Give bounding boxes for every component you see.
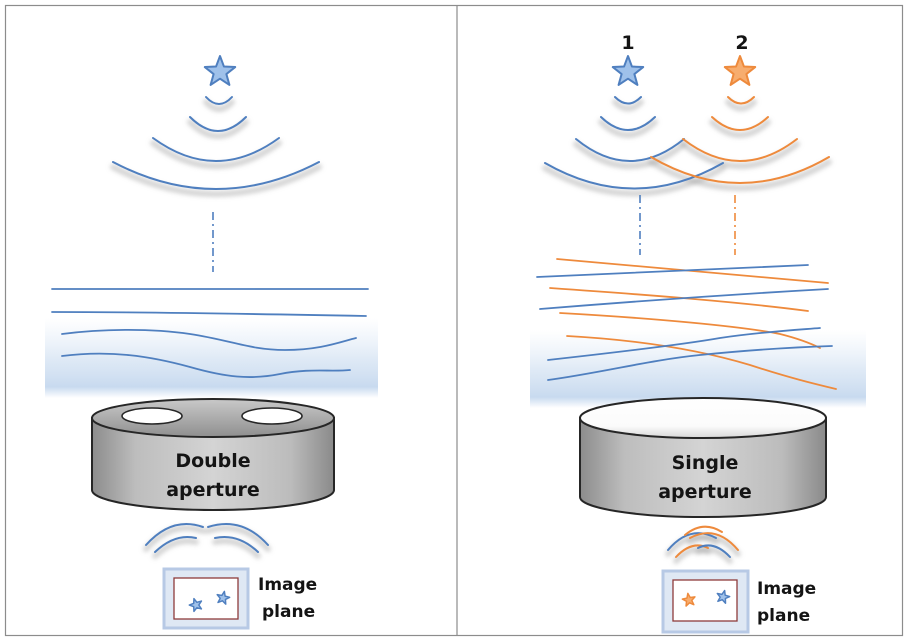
wavefront-arc xyxy=(189,116,247,132)
star-icon xyxy=(723,55,757,86)
cylinder-label-line2: aperture xyxy=(166,479,260,501)
cylinder-body xyxy=(91,417,335,511)
right-panel: 1 2 xyxy=(530,32,866,634)
star-icon xyxy=(203,55,237,86)
wavefront-arc-shadow xyxy=(648,159,832,191)
wavefront-arc xyxy=(205,96,233,105)
cylinder-body xyxy=(579,417,827,518)
distorted-wavefront-line xyxy=(61,352,351,378)
wavefront-arc xyxy=(711,116,769,131)
exit-arc xyxy=(667,532,717,551)
exit-arc-shadow xyxy=(143,525,206,552)
image-plane-label-line1: Image xyxy=(258,575,317,595)
exit-arc xyxy=(684,525,723,536)
turbulence-lines xyxy=(51,288,369,378)
source-label-1: 1 xyxy=(621,32,634,54)
exit-arc xyxy=(154,536,197,553)
distorted-wavefront-line xyxy=(61,328,357,351)
exit-arc-shadow xyxy=(695,546,733,564)
wavefront-arc-shadow xyxy=(612,99,644,112)
exit-arc xyxy=(675,544,709,558)
aperture-opening xyxy=(121,407,183,425)
wavefront-arc-shadow xyxy=(709,119,771,138)
cylinder-label-line2: aperture xyxy=(658,481,752,503)
distorted-wavefront-line xyxy=(566,335,837,390)
exit-wavefronts xyxy=(667,525,739,558)
distorted-wavefront-line xyxy=(547,345,833,381)
exit-wavefront-shadows xyxy=(143,525,271,559)
wavefront-arc-shadow xyxy=(725,99,757,112)
wavefront-arc xyxy=(682,138,798,162)
turbulence-lines xyxy=(536,258,837,390)
image-plane xyxy=(162,567,250,630)
cylinder-top-aperture xyxy=(579,397,827,439)
exit-arc-shadow xyxy=(205,525,271,552)
cylinder-label-line1: Single xyxy=(672,452,739,474)
exit-arc xyxy=(145,523,204,546)
wavefront-arc xyxy=(650,156,830,184)
wavefronts-source-1 xyxy=(544,96,724,190)
distorted-wavefront-line xyxy=(559,312,821,349)
wavefront-arc xyxy=(112,161,320,190)
exit-arc xyxy=(207,523,269,546)
exit-arc-shadow xyxy=(152,538,199,559)
wavefront-arc xyxy=(152,137,280,162)
source-label-2: 2 xyxy=(735,32,748,54)
exit-arc-shadow xyxy=(212,538,261,559)
wavefront-arc-shadow xyxy=(680,141,800,169)
single-aperture-cylinder: Single aperture xyxy=(579,397,827,518)
wavefront-arc xyxy=(614,96,642,105)
wavefront-line xyxy=(539,288,829,310)
exit-wavefronts xyxy=(145,523,269,553)
left-panel: Double aperture Image plane xyxy=(45,55,378,630)
wavefront-arc-shadow xyxy=(598,119,658,138)
exit-arc xyxy=(214,536,259,553)
wavefront-arc-shadow xyxy=(150,140,282,169)
double-aperture-cylinder: Double aperture xyxy=(91,398,335,511)
wavefront-arc-shadow xyxy=(203,99,235,112)
wavefront-line xyxy=(51,311,367,317)
wavefront-arc xyxy=(600,116,656,131)
distorted-wavefront-line xyxy=(547,327,821,361)
cylinder-label-line1: Double xyxy=(175,450,250,472)
wavefront-arc-shadow xyxy=(187,119,249,139)
wavefront-line xyxy=(536,264,809,278)
exit-arc xyxy=(697,544,731,558)
wavefront-arc xyxy=(575,138,685,162)
wavefront-arc xyxy=(727,96,755,105)
image-plane xyxy=(661,569,750,634)
image-plane-sensor xyxy=(672,579,738,622)
wavefront-shadows xyxy=(110,99,322,197)
figure-border xyxy=(4,4,904,637)
wavefront-arc-shadow xyxy=(573,141,687,169)
star-icon xyxy=(611,55,645,86)
wavefront-line xyxy=(549,287,809,312)
aperture-opening xyxy=(241,407,303,425)
wavefronts-source-2 xyxy=(650,96,830,184)
exit-arc xyxy=(689,532,739,551)
wavefront-arc xyxy=(544,162,724,190)
wavefront-arc-shadow xyxy=(110,164,322,197)
image-plane-label-line2: plane xyxy=(757,606,810,626)
wavefronts xyxy=(112,96,320,190)
image-plane-label-line1: Image xyxy=(757,579,816,599)
image-plane-label-line2: plane xyxy=(262,602,315,622)
